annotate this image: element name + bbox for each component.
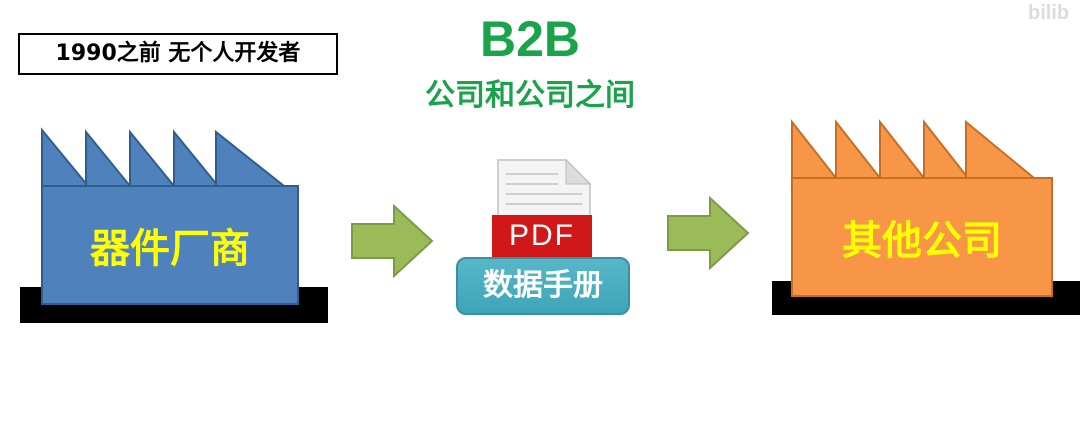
pdf-badge: PDF [492,215,592,257]
right-factory-body [791,119,1053,297]
era-label: 1990之前 无个人开发者 [18,33,338,75]
document-icon [497,158,592,222]
watermark: bilib [1028,2,1070,24]
datasheet-label: 数据手册 [456,257,630,315]
right-factory-icon [772,119,1080,315]
diagram-title: B2B [479,11,581,67]
arrow-right-icon [667,196,750,270]
left-factory-body [41,127,299,305]
left-factory-label: 器件厂商 [90,226,250,272]
right-factory-label: 其他公司 [842,218,1002,264]
left-factory-icon [20,127,328,323]
diagram-subtitle: 公司和公司之间 [425,78,635,113]
arrow-right-icon [351,204,434,278]
